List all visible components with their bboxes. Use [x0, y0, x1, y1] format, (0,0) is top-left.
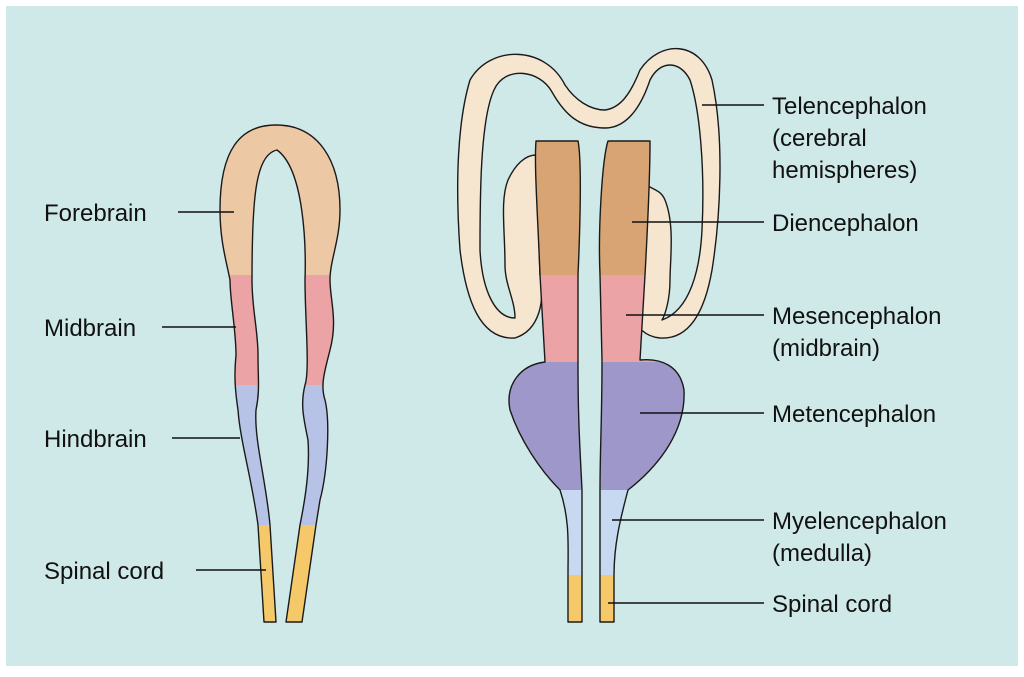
left-labels: Forebrain Midbrain Hindbrain Spinal cord [44, 200, 164, 585]
label-spinal-cord-left: Spinal cord [44, 558, 164, 585]
label-myelencephalon-line2: (medulla) [772, 540, 872, 567]
label-mesencephalon-line2: (midbrain) [772, 335, 880, 362]
label-midbrain: Midbrain [44, 315, 136, 342]
label-forebrain: Forebrain [44, 200, 147, 227]
developed-brain-outline [508, 140, 685, 623]
early-tube-outline [219, 124, 341, 623]
telencephalon-region [456, 47, 721, 339]
label-mesencephalon: Mesencephalon [772, 303, 941, 330]
label-diencephalon: Diencephalon [772, 210, 919, 237]
leader-lines [162, 104, 764, 604]
label-myelencephalon: Myelencephalon [772, 508, 947, 535]
label-spinal-cord-right: Spinal cord [772, 591, 892, 618]
label-telencephalon-line2: (cerebral [772, 125, 867, 152]
label-hindbrain: Hindbrain [44, 426, 147, 453]
label-telencephalon: Telencephalon [772, 93, 927, 120]
label-metencephalon: Metencephalon [772, 401, 936, 428]
label-telencephalon-line3: hemispheres) [772, 157, 917, 184]
right-labels: Telencephalon (cerebral hemispheres) Die… [772, 93, 947, 618]
